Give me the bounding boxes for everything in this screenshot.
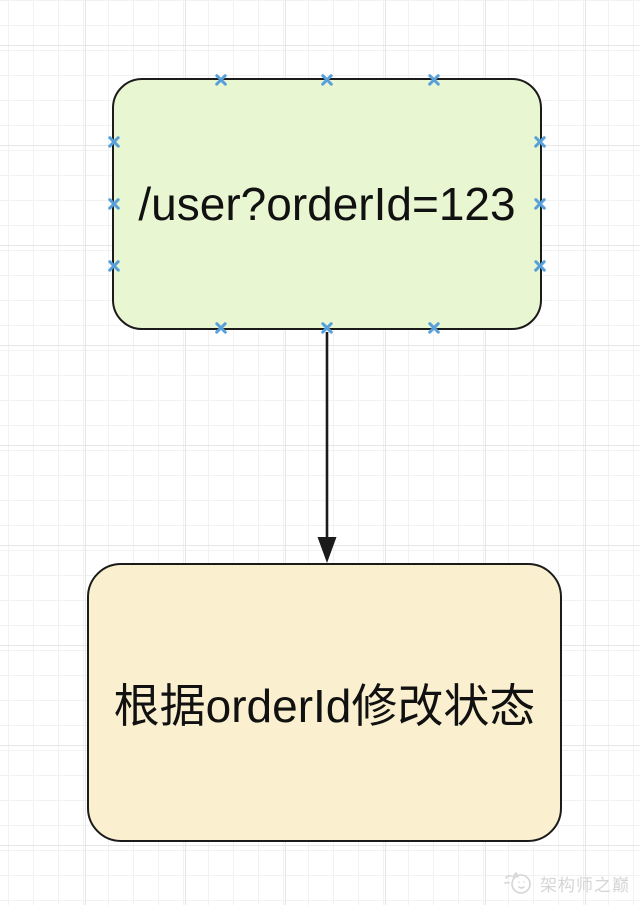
watermark: 架构师之巅 — [503, 870, 630, 896]
cat-doodle-logo-icon — [504, 871, 531, 894]
connection-point-icon[interactable] — [214, 73, 228, 87]
flow-node-action[interactable]: 根据orderId修改状态 — [87, 563, 562, 842]
connection-point-icon[interactable] — [427, 321, 441, 335]
connection-point-icon[interactable] — [107, 197, 121, 211]
connection-point-icon[interactable] — [533, 259, 547, 273]
connection-point-icon[interactable] — [427, 73, 441, 87]
connection-point-icon[interactable] — [533, 197, 547, 211]
flow-node-endpoint[interactable]: /user?orderId=123 — [112, 78, 542, 330]
connection-point-icon[interactable] — [533, 135, 547, 149]
flow-node-action-label: 根据orderId修改状态 — [113, 679, 536, 732]
connection-point-icon[interactable] — [214, 321, 228, 335]
connection-point-icon[interactable] — [107, 135, 121, 149]
connector-arrow[interactable] — [315, 331, 339, 565]
flow-node-endpoint-label: /user?orderId=123 — [138, 178, 516, 230]
connection-point-icon[interactable] — [107, 259, 121, 273]
watermark-text: 架构师之巅 — [540, 875, 630, 895]
connection-point-icon[interactable] — [320, 73, 334, 87]
